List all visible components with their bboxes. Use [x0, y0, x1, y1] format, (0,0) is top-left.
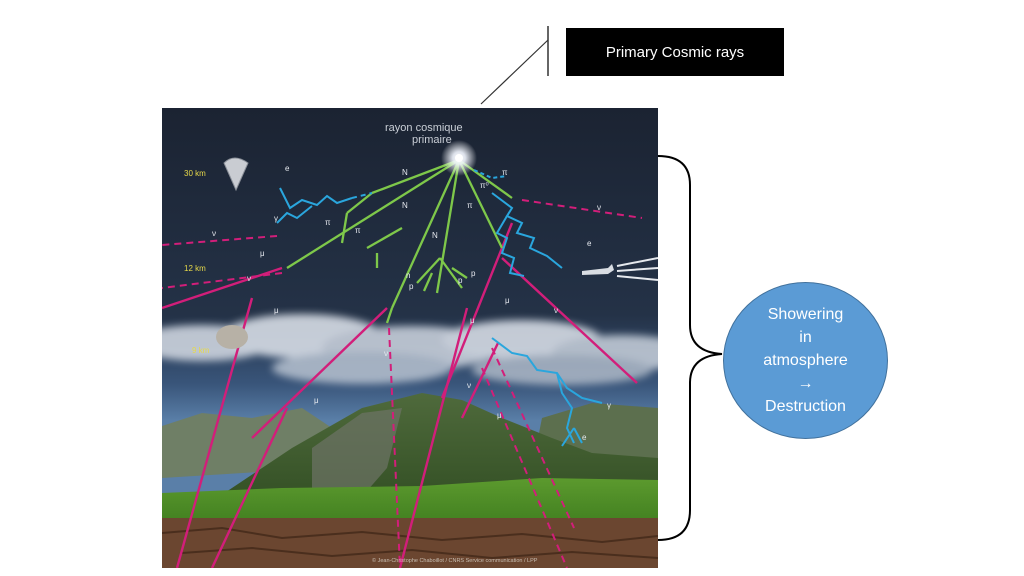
primary-cosmic-rays-text: Primary Cosmic rays: [605, 43, 745, 61]
particle-label: N: [402, 201, 408, 210]
photo-labels: rayon cosmique primaire 30 km 12 km 9 km…: [184, 122, 611, 564]
particle-label: π: [467, 201, 473, 210]
particle-label: ν: [597, 203, 601, 212]
primary-cosmic-rays-label: Primary Cosmic rays: [566, 28, 784, 76]
particle-label: ν: [467, 381, 471, 390]
bubble-line-3: atmosphere: [763, 352, 848, 369]
particle-label: μ: [497, 411, 502, 420]
particle-label: ν: [554, 306, 558, 315]
hadron-shower: [286, 158, 513, 324]
bubble-line-2: in: [799, 329, 812, 346]
particle-label: μ: [505, 296, 510, 305]
particle-label: π: [355, 226, 361, 235]
particle-label: n: [406, 271, 410, 280]
particle-label: ν: [212, 229, 216, 238]
particle-label: γ: [274, 214, 278, 223]
mountain-rock-face: [312, 408, 402, 508]
particle-label: p: [409, 282, 414, 291]
showering-bubble: Showering in atmosphere → Destruction: [723, 282, 888, 439]
altitude-12km: 12 km: [184, 264, 206, 273]
neutrino-tracks: [162, 199, 643, 568]
bubble-line-5: Destruction: [765, 398, 846, 415]
soil-cracks: [162, 526, 658, 560]
altitude-9km: 9 km: [192, 346, 210, 355]
particle-label: μ: [470, 316, 475, 325]
particle-label: p: [471, 269, 476, 278]
particle-label: μ: [314, 396, 319, 405]
particle-label: ν: [247, 274, 251, 283]
particle-label: μ: [260, 249, 265, 258]
altitude-30km: 30 km: [184, 169, 206, 178]
photo-credit: © Jean-Christophe Chaboillot / CNRS Serv…: [372, 557, 538, 564]
cosmic-ray-shower-illustration: rayon cosmique primaire 30 km 12 km 9 km…: [162, 108, 658, 568]
bubble-line-1: Showering: [767, 306, 844, 323]
particle-label: e: [582, 433, 587, 442]
particle-label: π: [502, 168, 508, 177]
particle-label: μ: [274, 306, 279, 315]
arrow-right-icon: →: [797, 375, 814, 392]
particle-label: γ: [607, 401, 611, 410]
particle-label: e: [587, 239, 592, 248]
particle-label: e: [285, 164, 290, 173]
particle-label: p: [458, 276, 463, 285]
particle-label: ν: [384, 349, 388, 358]
caption-line-2: primaire: [412, 134, 452, 146]
particle-label: N: [432, 231, 438, 240]
airplane-icon: [582, 257, 658, 281]
weather-balloon-icon: [216, 325, 248, 349]
particle-label: N: [402, 168, 408, 177]
caption-line-1: rayon cosmique: [385, 122, 463, 134]
particle-label: π⁰: [480, 181, 489, 190]
balloon-icon: [223, 157, 249, 192]
particle-label: π: [325, 218, 331, 227]
em-shower: [276, 169, 603, 447]
